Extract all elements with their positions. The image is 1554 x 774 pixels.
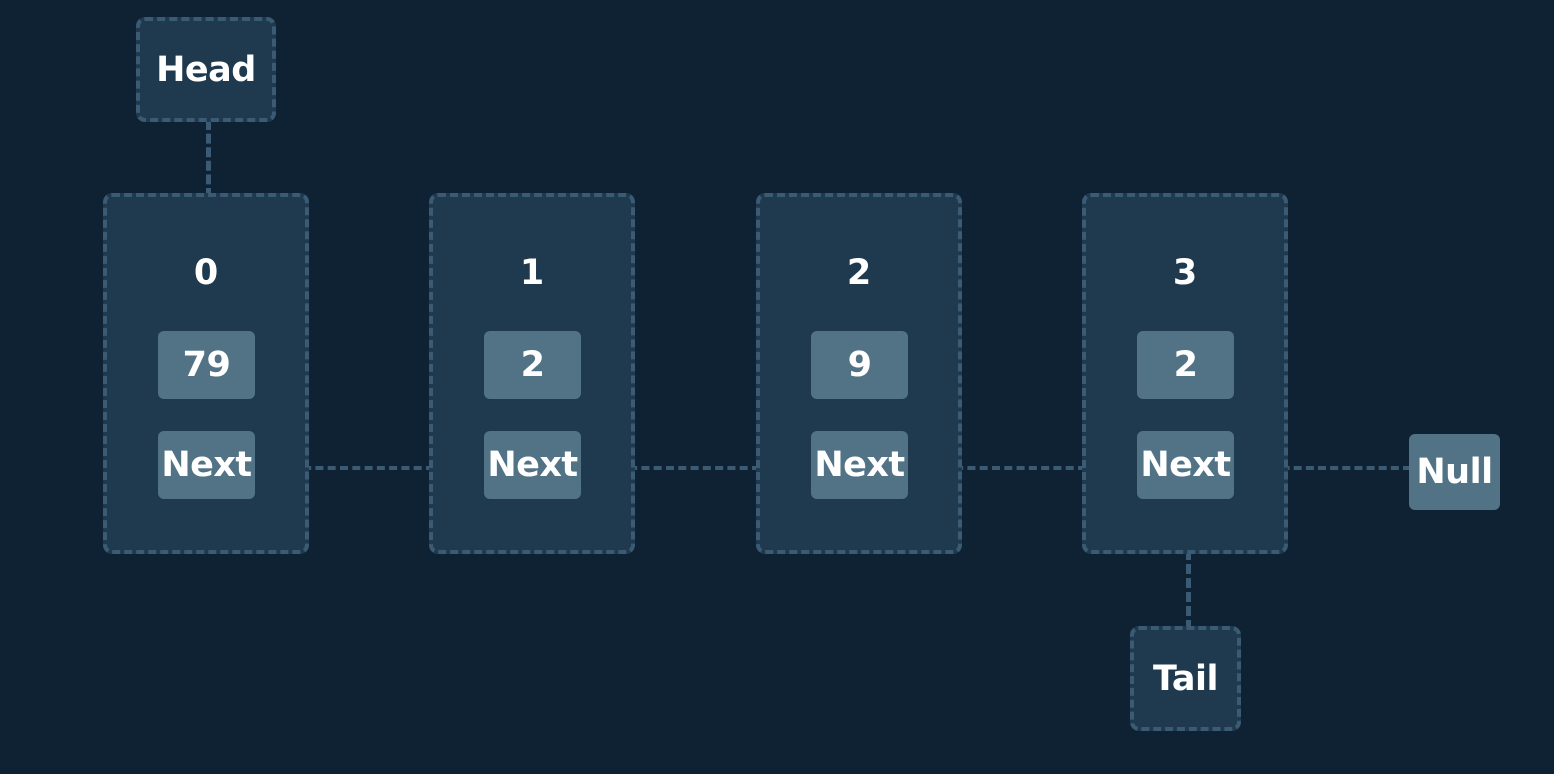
node-index: 0	[193, 253, 219, 293]
node-index: 3	[1172, 253, 1198, 293]
node-next-pointer: Next	[1137, 431, 1234, 499]
next-connector-0-1	[254, 466, 434, 470]
list-node: 0 79 Next	[103, 193, 309, 554]
tail-connector	[1186, 550, 1191, 630]
list-node: 2 9 Next	[756, 193, 962, 554]
tail-label: Tail	[1153, 658, 1218, 699]
node-next-pointer: Next	[158, 431, 255, 499]
next-connector-3-null	[1233, 466, 1411, 470]
node-value: 79	[158, 331, 255, 399]
node-value: 2	[1137, 331, 1234, 399]
node-index: 1	[519, 253, 545, 293]
tail-pointer: Tail	[1130, 626, 1241, 731]
next-connector-1-2	[580, 466, 760, 470]
list-node: 1 2 Next	[429, 193, 635, 554]
head-label: Head	[156, 49, 256, 90]
list-node: 3 2 Next	[1082, 193, 1288, 554]
next-connector-2-3	[906, 466, 1086, 470]
node-value: 9	[811, 331, 908, 399]
node-next-pointer: Next	[811, 431, 908, 499]
node-value: 2	[484, 331, 581, 399]
node-next-pointer: Next	[484, 431, 581, 499]
head-connector	[206, 120, 211, 198]
head-pointer: Head	[136, 17, 276, 122]
node-index: 2	[846, 253, 872, 293]
null-terminator: Null	[1409, 434, 1500, 510]
